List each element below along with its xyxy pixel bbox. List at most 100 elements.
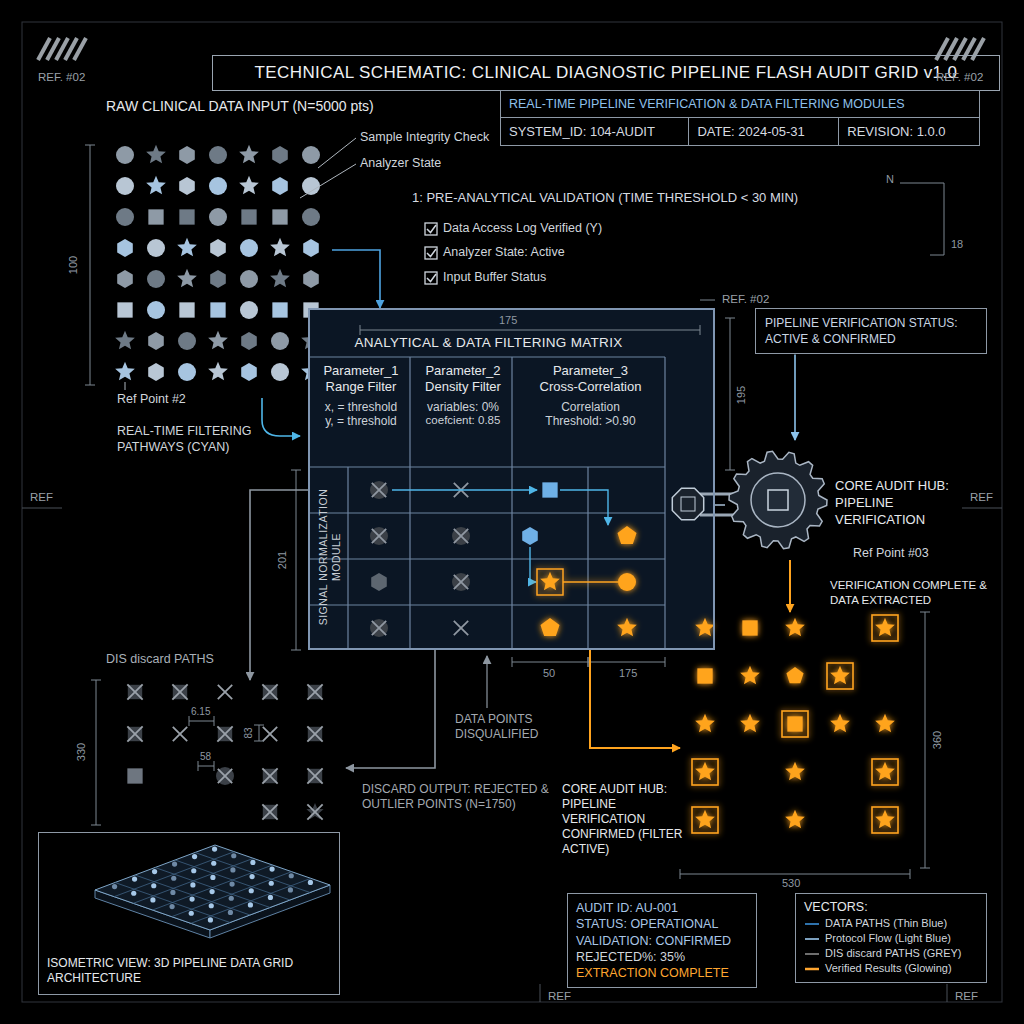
iso-point bbox=[208, 917, 213, 922]
legend-sample bbox=[804, 965, 820, 973]
data-point-star bbox=[830, 714, 850, 733]
node-text: RAW CLINICAL DATA INPUT (N=5000 pts) bbox=[106, 98, 374, 114]
node-text: Correlation Threshold: >0.90 bbox=[535, 400, 647, 428]
data-point-star bbox=[270, 238, 290, 257]
dimension-tick bbox=[85, 145, 95, 146]
data-point-star bbox=[177, 238, 197, 257]
highlight-box bbox=[872, 759, 898, 785]
checkbox bbox=[425, 272, 437, 284]
iso-point bbox=[150, 897, 155, 902]
x-mark bbox=[127, 684, 142, 699]
legend-text: DATA PATHS (Thin Blue) bbox=[825, 916, 947, 931]
filtering-pathway bbox=[262, 398, 300, 436]
data-point-star bbox=[785, 810, 805, 829]
node-text: Parameter_3 Cross-Correlation bbox=[535, 363, 647, 394]
data-point-circle bbox=[116, 208, 134, 226]
data-point-square bbox=[542, 482, 557, 497]
dimension-label: 50 bbox=[543, 667, 555, 681]
data-point-square bbox=[148, 209, 163, 224]
discard-grid: DIS discard PATHS bbox=[110, 680, 346, 825]
highlight-box bbox=[692, 807, 718, 833]
dimension-tick bbox=[512, 657, 513, 667]
dimension-tick bbox=[588, 657, 589, 667]
iso-point bbox=[250, 860, 255, 865]
data-point-star bbox=[740, 666, 760, 685]
table-line bbox=[409, 357, 410, 650]
x-mark bbox=[307, 768, 322, 783]
iso-point bbox=[269, 881, 274, 886]
dimension-label: 18 bbox=[951, 238, 963, 252]
checklist-item: Analyzer State: Active bbox=[443, 245, 565, 261]
reference-mark: REF. #02 bbox=[722, 292, 769, 306]
dimension-tick bbox=[189, 716, 190, 726]
rejected-point bbox=[370, 527, 388, 545]
iso-point bbox=[151, 883, 156, 888]
x-mark bbox=[307, 726, 322, 741]
legend-text: Protocol Flow (Light Blue) bbox=[825, 931, 951, 946]
dimension-label: 58 bbox=[200, 751, 211, 764]
discard-output-label: DISCARD OUTPUT: REJECTED & OUTLIER POINT… bbox=[362, 782, 557, 812]
matrix-panel bbox=[308, 308, 715, 650]
dimension-line bbox=[900, 183, 944, 184]
legend-sample bbox=[804, 920, 820, 928]
node-text: ANALYTICAL & DATA FILTERING MATRIX bbox=[310, 335, 667, 350]
iso-point bbox=[191, 868, 196, 873]
x-mark bbox=[262, 684, 277, 699]
iso-point bbox=[211, 861, 216, 866]
dimension-tick bbox=[291, 650, 301, 651]
rejected-point bbox=[306, 803, 323, 819]
node-text: VERIFICATION COMPLETE & DATA EXTRACTED bbox=[830, 578, 995, 608]
table-line bbox=[308, 558, 665, 559]
iso-point bbox=[171, 876, 176, 881]
callout-label: CORE AUDIT HUB: PIPELINE VERIFICATION CO… bbox=[562, 782, 690, 857]
data-point-star bbox=[208, 331, 228, 350]
reference-mark: REF bbox=[970, 490, 993, 504]
x-mark bbox=[454, 575, 468, 589]
dimension-tick bbox=[254, 725, 264, 726]
connectors bbox=[250, 250, 795, 768]
data-point-hexagon bbox=[272, 177, 288, 195]
legend-row: DIS discard PATHS (GREY) bbox=[804, 946, 978, 961]
data-point-square bbox=[272, 209, 287, 224]
x-mark bbox=[173, 727, 187, 741]
ref-tick bbox=[22, 508, 62, 509]
x-mark bbox=[127, 684, 142, 699]
data-point-circle bbox=[240, 270, 258, 288]
reference-mark: REF bbox=[548, 989, 571, 1003]
reference-mark: REF. #02 bbox=[38, 70, 85, 84]
callout-label: Analyzer State bbox=[360, 156, 441, 172]
iso-point bbox=[289, 873, 294, 878]
callout-label: DATA POINTS DISQUALIFIED bbox=[455, 712, 550, 742]
callout-label: REAL-TIME FILTERING PATHWAYS (CYAN) bbox=[117, 424, 262, 455]
data-point-star bbox=[146, 145, 166, 164]
raw-data-grid: RAW CLINICAL DATA INPUT (N=5000 pts) bbox=[110, 142, 332, 382]
x-mark bbox=[217, 726, 232, 741]
data-point-circle bbox=[116, 177, 134, 195]
rejected-point bbox=[263, 805, 277, 819]
data-point-star bbox=[208, 362, 228, 381]
node-text: CORE AUDIT HUB: PIPELINE VERIFICATION bbox=[835, 478, 985, 529]
node-text: DIS discard PATHS bbox=[106, 652, 214, 666]
leader-arrow bbox=[486, 656, 487, 708]
verified-grid: VERIFICATION COMPLETE & DATA EXTRACTED bbox=[680, 612, 912, 868]
checkbox bbox=[425, 223, 437, 235]
data-point-square bbox=[117, 302, 132, 317]
iso-point bbox=[288, 887, 293, 892]
node-text: EXTRACTION COMPLETE bbox=[576, 965, 748, 981]
data-point-square bbox=[241, 209, 256, 224]
legend-line bbox=[805, 953, 819, 955]
dimension-label: 360 bbox=[931, 731, 945, 749]
connector bbox=[250, 490, 308, 680]
verified-path bbox=[563, 581, 618, 583]
data-point-circle bbox=[178, 332, 196, 350]
data-point-star bbox=[146, 176, 166, 195]
data-point-hexagon bbox=[303, 239, 319, 257]
data-point-hexagon bbox=[117, 239, 133, 257]
x-mark bbox=[372, 529, 386, 543]
dimension-tick bbox=[91, 825, 101, 826]
data-point-hexagon bbox=[303, 270, 319, 288]
dimension-tick bbox=[725, 318, 735, 319]
dimension-label: 6.15 bbox=[191, 706, 210, 719]
ref-tick bbox=[540, 984, 541, 1002]
legend-row: Verified Results (Glowing) bbox=[804, 961, 978, 976]
